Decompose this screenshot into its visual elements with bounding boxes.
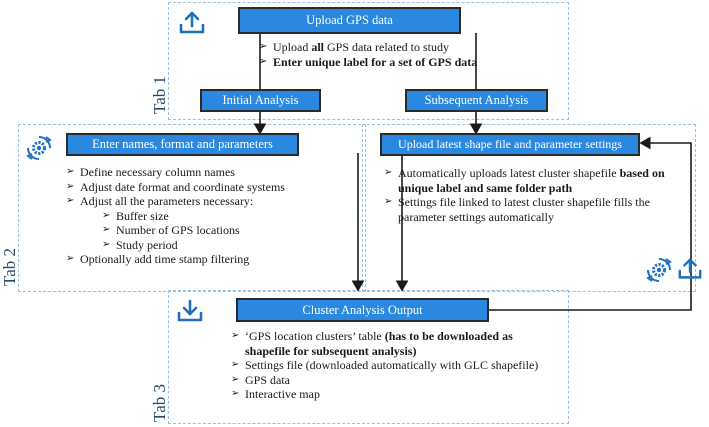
tab1-panel xyxy=(168,2,569,120)
list-item: Settings file (downloaded automatically … xyxy=(231,358,561,373)
list-subitem: Buffer size xyxy=(102,209,351,224)
upload-gps-bullets: Upload all GPS data related to study Ent… xyxy=(259,40,509,69)
initial-analysis-button[interactable]: Initial Analysis xyxy=(200,89,321,112)
tab2-right-panel xyxy=(362,124,696,292)
upload-gps-title: Upload GPS data xyxy=(306,13,393,27)
list-item: Adjust all the parameters necessary: Buf… xyxy=(66,194,351,252)
upload-icon[interactable] xyxy=(677,256,703,282)
subsequent-analysis-label: Subsequent Analysis xyxy=(424,93,529,107)
list-item: ‘GPS location clusters’ table (has to be… xyxy=(231,329,561,358)
list-item: Interactive map xyxy=(231,387,561,402)
list-item: Settings file linked to latest cluster s… xyxy=(384,195,674,224)
enter-names-title: Enter names, format and parameters xyxy=(92,137,273,151)
list-item: Automatically uploads latest cluster sha… xyxy=(384,166,674,195)
list-item: Optionally add time stamp filtering xyxy=(66,252,351,267)
enter-names-header[interactable]: Enter names, format and parameters xyxy=(66,133,299,156)
download-icon[interactable] xyxy=(176,298,204,324)
cluster-output-header[interactable]: Cluster Analysis Output xyxy=(236,298,489,322)
upload-gps-header[interactable]: Upload GPS data xyxy=(238,7,461,34)
upload-latest-title: Upload latest shape file and parameter s… xyxy=(398,137,622,151)
cluster-output-bullets: ‘GPS location clusters’ table (has to be… xyxy=(231,329,561,402)
cluster-output-title: Cluster Analysis Output xyxy=(302,302,423,317)
list-subitem: Study period xyxy=(102,238,351,253)
subsequent-analysis-button[interactable]: Subsequent Analysis xyxy=(405,89,548,112)
list-item: Define necessary column names xyxy=(66,165,351,180)
arrow-feedback-loop xyxy=(489,136,692,311)
enter-names-bullets: Define necessary column names Adjust dat… xyxy=(66,165,351,267)
list-item: Enter unique label for a set of GPS data xyxy=(259,55,509,70)
upload-icon[interactable] xyxy=(178,10,206,36)
settings-gear-icon[interactable] xyxy=(645,256,673,284)
settings-gear-icon[interactable] xyxy=(25,134,53,162)
initial-analysis-label: Initial Analysis xyxy=(222,93,299,107)
tab2-left-panel xyxy=(18,124,366,292)
list-subitem: Number of GPS locations xyxy=(102,223,351,238)
tab3-panel xyxy=(168,290,569,424)
list-item: Upload all GPS data related to study xyxy=(259,40,509,55)
upload-latest-header[interactable]: Upload latest shape file and parameter s… xyxy=(380,133,640,156)
upload-latest-bullets: Automatically uploads latest cluster sha… xyxy=(384,166,674,224)
list-item: GPS data xyxy=(231,373,561,388)
list-item: Adjust date format and coordinate system… xyxy=(66,180,351,195)
